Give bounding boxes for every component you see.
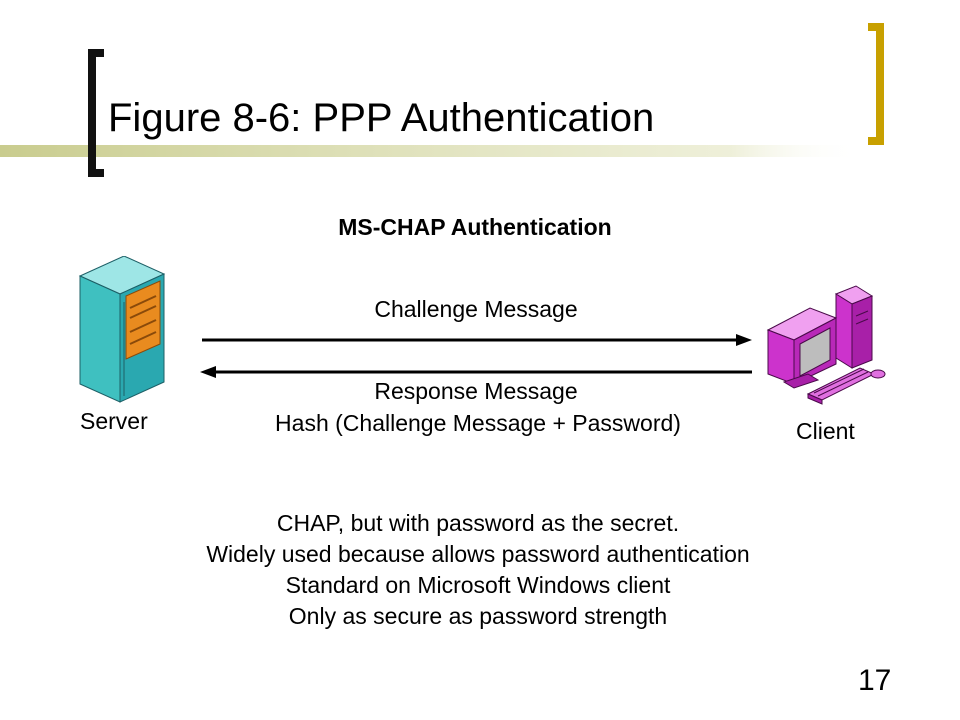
message-arrows (200, 334, 752, 378)
challenge-message-label: Challenge Message (374, 296, 578, 322)
diagram-subtitle: MS-CHAP Authentication (338, 214, 612, 240)
response-arrowhead (200, 366, 216, 378)
page-number: 17 (858, 664, 892, 697)
header-decoration (0, 23, 884, 177)
right-bracket (868, 23, 884, 145)
server-label: Server (80, 408, 148, 434)
client-computer-icon (766, 285, 886, 405)
header-gradient-bar (0, 145, 860, 157)
note-line: Standard on Microsoft Windows client (285, 572, 671, 598)
left-bracket (88, 49, 104, 177)
note-line: Widely used because allows password auth… (206, 541, 750, 567)
notes-list: CHAP, but with password as the secret. W… (0, 508, 956, 632)
challenge-arrowhead (736, 334, 752, 346)
response-message-label: Response Message (374, 378, 578, 404)
slide-title: Figure 8-6: PPP Authentication (108, 96, 655, 140)
response-hash-label: Hash (Challenge Message + Password) (275, 410, 681, 436)
server-icon (78, 256, 166, 403)
client-label: Client (796, 418, 855, 444)
note-line: Only as secure as password strength (288, 603, 668, 629)
note-line: CHAP, but with password as the secret. (276, 510, 680, 536)
